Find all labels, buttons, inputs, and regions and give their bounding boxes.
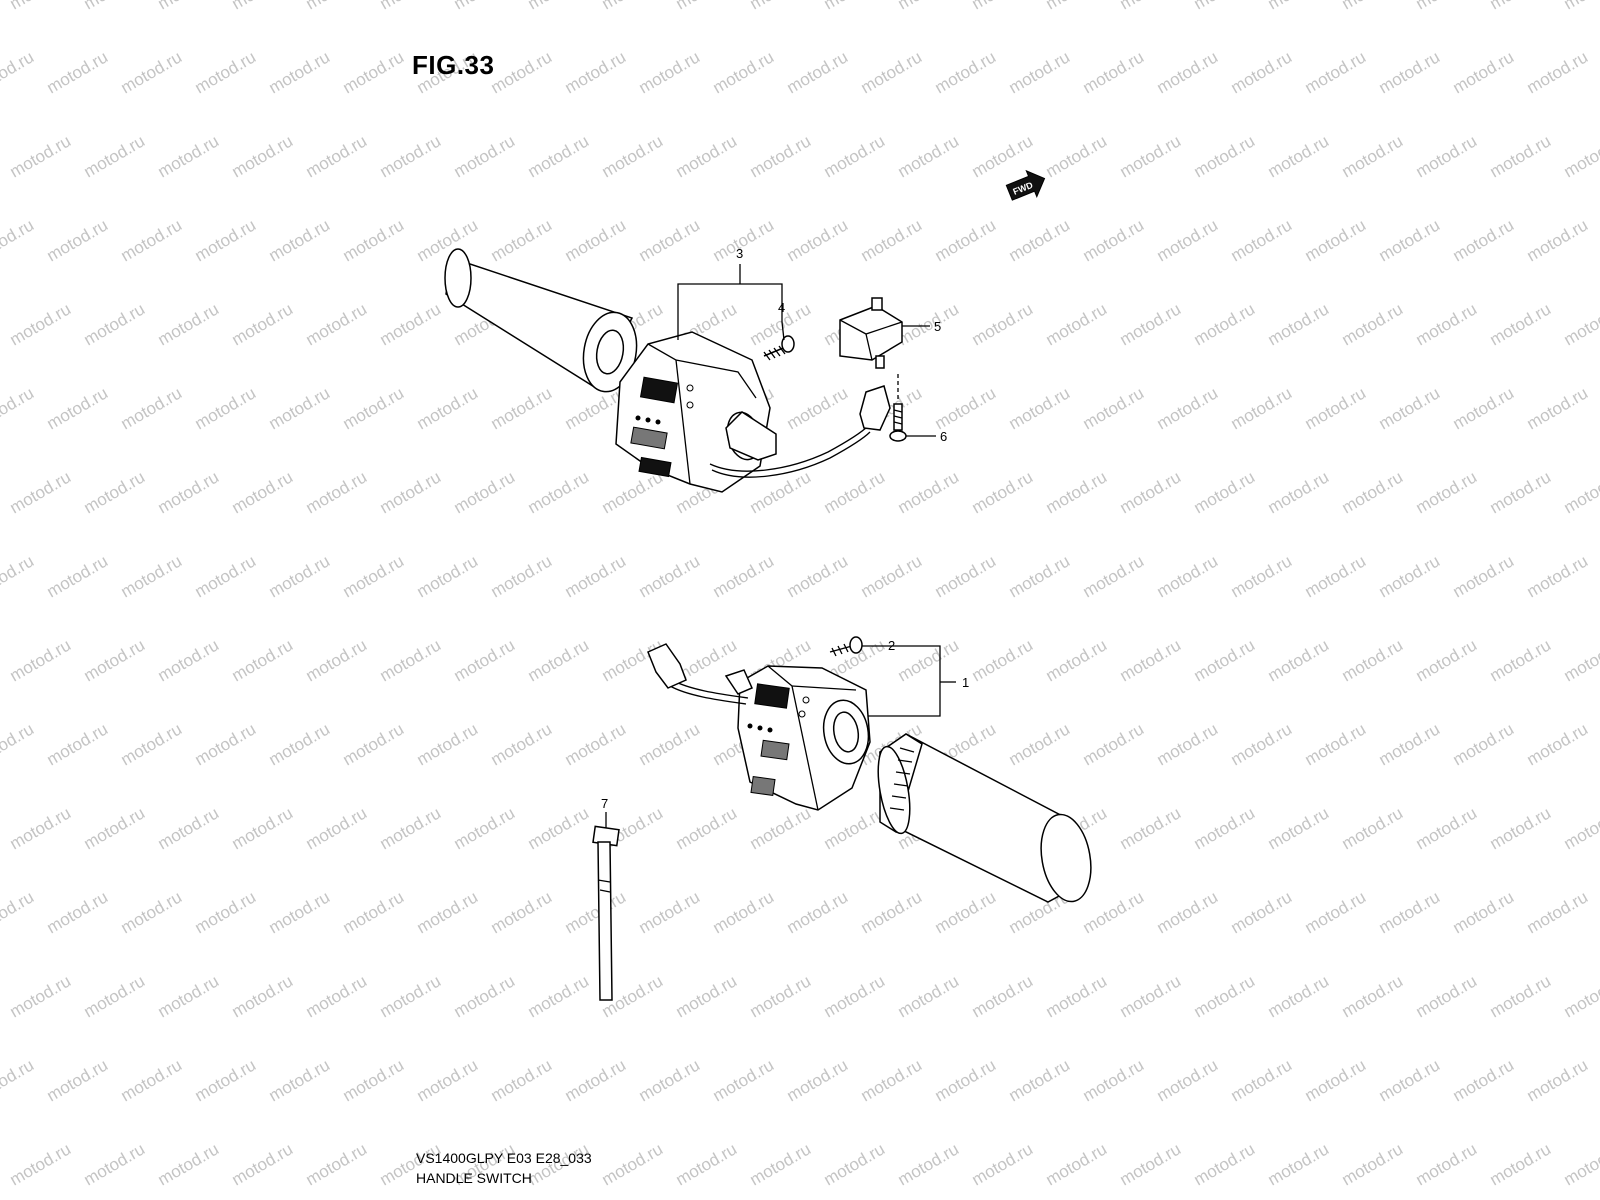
callout-4: 4 <box>778 300 785 315</box>
upper-leader-lines <box>677 264 936 437</box>
left-handle-switch <box>615 331 777 493</box>
clutch-switch-5 <box>839 297 903 369</box>
callout-3: 3 <box>736 246 743 261</box>
screw-2 <box>829 636 863 657</box>
left-switch-wire <box>709 385 891 478</box>
callout-6: 6 <box>940 429 947 444</box>
right-throttle-grip <box>877 733 1092 903</box>
left-grip <box>444 248 638 393</box>
right-handle-switch <box>737 665 871 811</box>
cable-tie-7 <box>592 812 620 1001</box>
footer-diagram-code: VS1400GLPY E03 E28_033 <box>416 1150 592 1166</box>
figure-title: FIG.33 <box>412 50 495 80</box>
screw-6 <box>889 374 907 442</box>
lower-leader-lines <box>862 645 956 717</box>
screw-4 <box>763 335 795 361</box>
callout-7: 7 <box>601 796 608 811</box>
footer-part-name: HANDLE SWITCH <box>416 1170 532 1186</box>
callout-2: 2 <box>888 638 895 653</box>
callout-1: 1 <box>962 675 969 690</box>
callout-5: 5 <box>934 319 941 334</box>
fwd-arrow-icon: FWD <box>1005 169 1046 201</box>
right-switch-wire <box>647 643 753 705</box>
